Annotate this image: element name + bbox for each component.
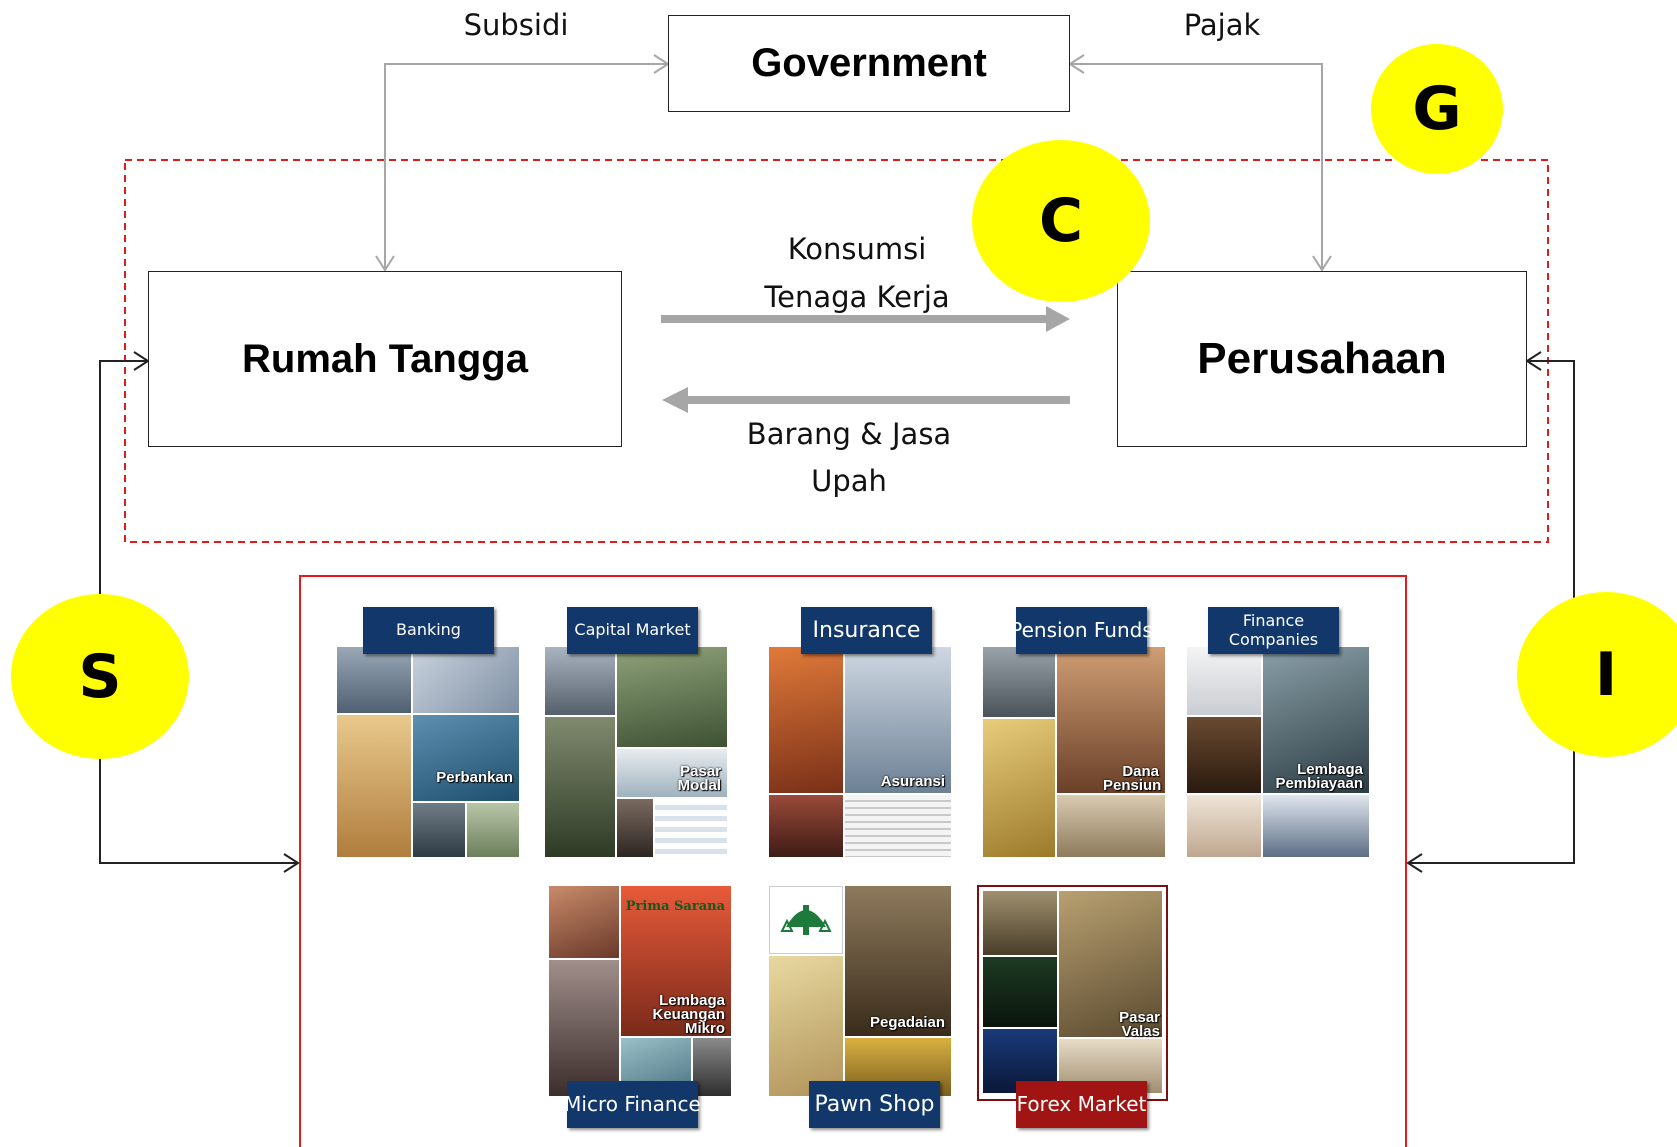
- tax-arrowhead-top: [1068, 54, 1085, 74]
- pension-funds-collage: Dana Pensiun: [983, 647, 1165, 857]
- tax-line: [1070, 63, 1323, 270]
- capital-market-photo-towers: [545, 647, 615, 715]
- insurance-collage: Asuransi: [769, 647, 951, 857]
- finance-photo-hourglass: [1187, 717, 1261, 793]
- household-box: Rumah Tangga: [148, 271, 622, 447]
- pension-photo-couple: [1057, 647, 1165, 793]
- insurance-photo-fire: [769, 647, 843, 793]
- finance-photo-contract: [1187, 795, 1261, 857]
- circle-c: C: [972, 140, 1150, 302]
- labor-label: Tenaga Kerja: [764, 280, 950, 314]
- micro-sign-text: Prima Sarana: [625, 899, 725, 914]
- capital-market-photo-person: [617, 799, 653, 857]
- finance-photo-money-hand: [1263, 647, 1369, 793]
- micro-photo-market: [549, 960, 619, 1096]
- domestic-sector-boundary: [124, 159, 1549, 543]
- micro-finance-tag: Micro Finance: [564, 1081, 701, 1128]
- financial-sector-boundary: [299, 575, 1407, 1147]
- circle-i: I: [1517, 592, 1677, 757]
- finance-photo-motorbike: [1187, 647, 1261, 715]
- pawn-caption: Pegadaian: [869, 1014, 945, 1031]
- tax-arrowhead-bottom: [1312, 255, 1332, 272]
- banking-photo-atm: [413, 803, 465, 857]
- forex-market-collage: Pasar Valas: [977, 885, 1168, 1101]
- capital-market-collage: Pasar Modal: [545, 647, 727, 857]
- circle-s-letter: S: [78, 641, 122, 712]
- savings-arrowhead-financial: [283, 853, 300, 873]
- pawn-photo-logo: [769, 886, 843, 954]
- finance-photo-car: [1263, 795, 1369, 857]
- circle-g: G: [1371, 44, 1503, 174]
- circle-s: S: [11, 594, 189, 759]
- consumption-label: Konsumsi: [787, 232, 927, 266]
- pawn-photo-coins: [845, 886, 951, 1036]
- insurance-photo-umbrella: [845, 647, 951, 793]
- pension-photo-books: [983, 647, 1055, 717]
- banking-collage: Perbankan: [337, 647, 519, 857]
- banking-photo-cash: [467, 803, 519, 857]
- household-label: Rumah Tangga: [242, 336, 528, 381]
- pension-caption: Dana Pensiun: [1103, 763, 1162, 794]
- investment-arrowhead-financial: [1406, 853, 1423, 873]
- capital-market-photo-floor: [617, 647, 727, 747]
- government-box: Government: [668, 15, 1070, 112]
- forex-photo-banknotes: [1059, 891, 1162, 1037]
- capital-market-caption: Pasar Modal: [677, 763, 721, 794]
- goods-arrow-head: [662, 387, 688, 413]
- pension-photo-cane: [1057, 795, 1165, 857]
- forex-caption: Pasar Valas: [1119, 1009, 1160, 1040]
- capital-market-tag: Capital Market: [567, 607, 698, 654]
- investment-arrowhead-firm: [1525, 351, 1542, 371]
- banking-caption: Perbankan: [436, 769, 513, 786]
- micro-finance-collage: Prima Sarana Lembaga Keuangan Mikro: [549, 886, 731, 1096]
- goods-services-label: Barang & Jasa: [746, 417, 952, 451]
- micro-photo-shop: [621, 886, 731, 1036]
- pension-photo-house: [983, 719, 1055, 857]
- banking-photo-tower: [337, 647, 411, 713]
- subsidy-arrowhead-bottom: [375, 255, 395, 272]
- insurance-tag: Insurance: [801, 607, 932, 654]
- firm-box: Perusahaan: [1117, 271, 1527, 447]
- capital-market-photo-traders: [545, 717, 615, 857]
- banking-photo-sign: [413, 647, 519, 713]
- firm-label: Perusahaan: [1197, 334, 1447, 383]
- government-label: Government: [751, 41, 987, 85]
- tax-label: Pajak: [1183, 8, 1261, 42]
- micro-photo-tools: [693, 1038, 731, 1096]
- scales-icon: [780, 905, 832, 935]
- micro-photo-hands: [549, 886, 619, 958]
- insurance-photo-car-crash: [769, 795, 843, 857]
- finance-caption: Lembaga Pembiayaan: [1275, 761, 1363, 792]
- banking-photo-climber: [337, 715, 411, 857]
- circle-i-letter: I: [1594, 639, 1618, 710]
- subsidy-label: Subsidi: [463, 8, 569, 42]
- circle-g-letter: G: [1412, 74, 1462, 144]
- forex-photo-building: [983, 891, 1057, 955]
- finance-companies-tag: Finance Companies: [1208, 607, 1339, 654]
- finance-companies-collage: Lembaga Pembiayaan: [1187, 647, 1369, 857]
- subsidy-line: [384, 63, 668, 270]
- consumption-arrow-head: [1046, 306, 1070, 332]
- insurance-photo-document: [845, 795, 951, 857]
- banking-tag: Banking: [363, 607, 494, 654]
- pawn-shop-tag: Pawn Shop: [809, 1081, 940, 1128]
- pawn-photo-chart: [769, 956, 843, 1096]
- insurance-caption: Asuransi: [880, 773, 945, 790]
- wages-label: Upah: [811, 464, 887, 498]
- banking-photo-building: [413, 715, 519, 801]
- pension-funds-tag: Pension Funds: [1010, 607, 1153, 654]
- forex-market-tag: Forex Market: [1016, 1081, 1147, 1128]
- capital-market-photo-ticker: [655, 799, 727, 857]
- pawn-shop-collage: Pegadaian: [769, 886, 951, 1096]
- capital-market-photo-chart: [617, 749, 727, 797]
- micro-caption: Lembaga Keuangan Mikro: [652, 992, 725, 1037]
- forex-photo-board: [983, 957, 1057, 1027]
- circle-c-letter: C: [1038, 186, 1084, 256]
